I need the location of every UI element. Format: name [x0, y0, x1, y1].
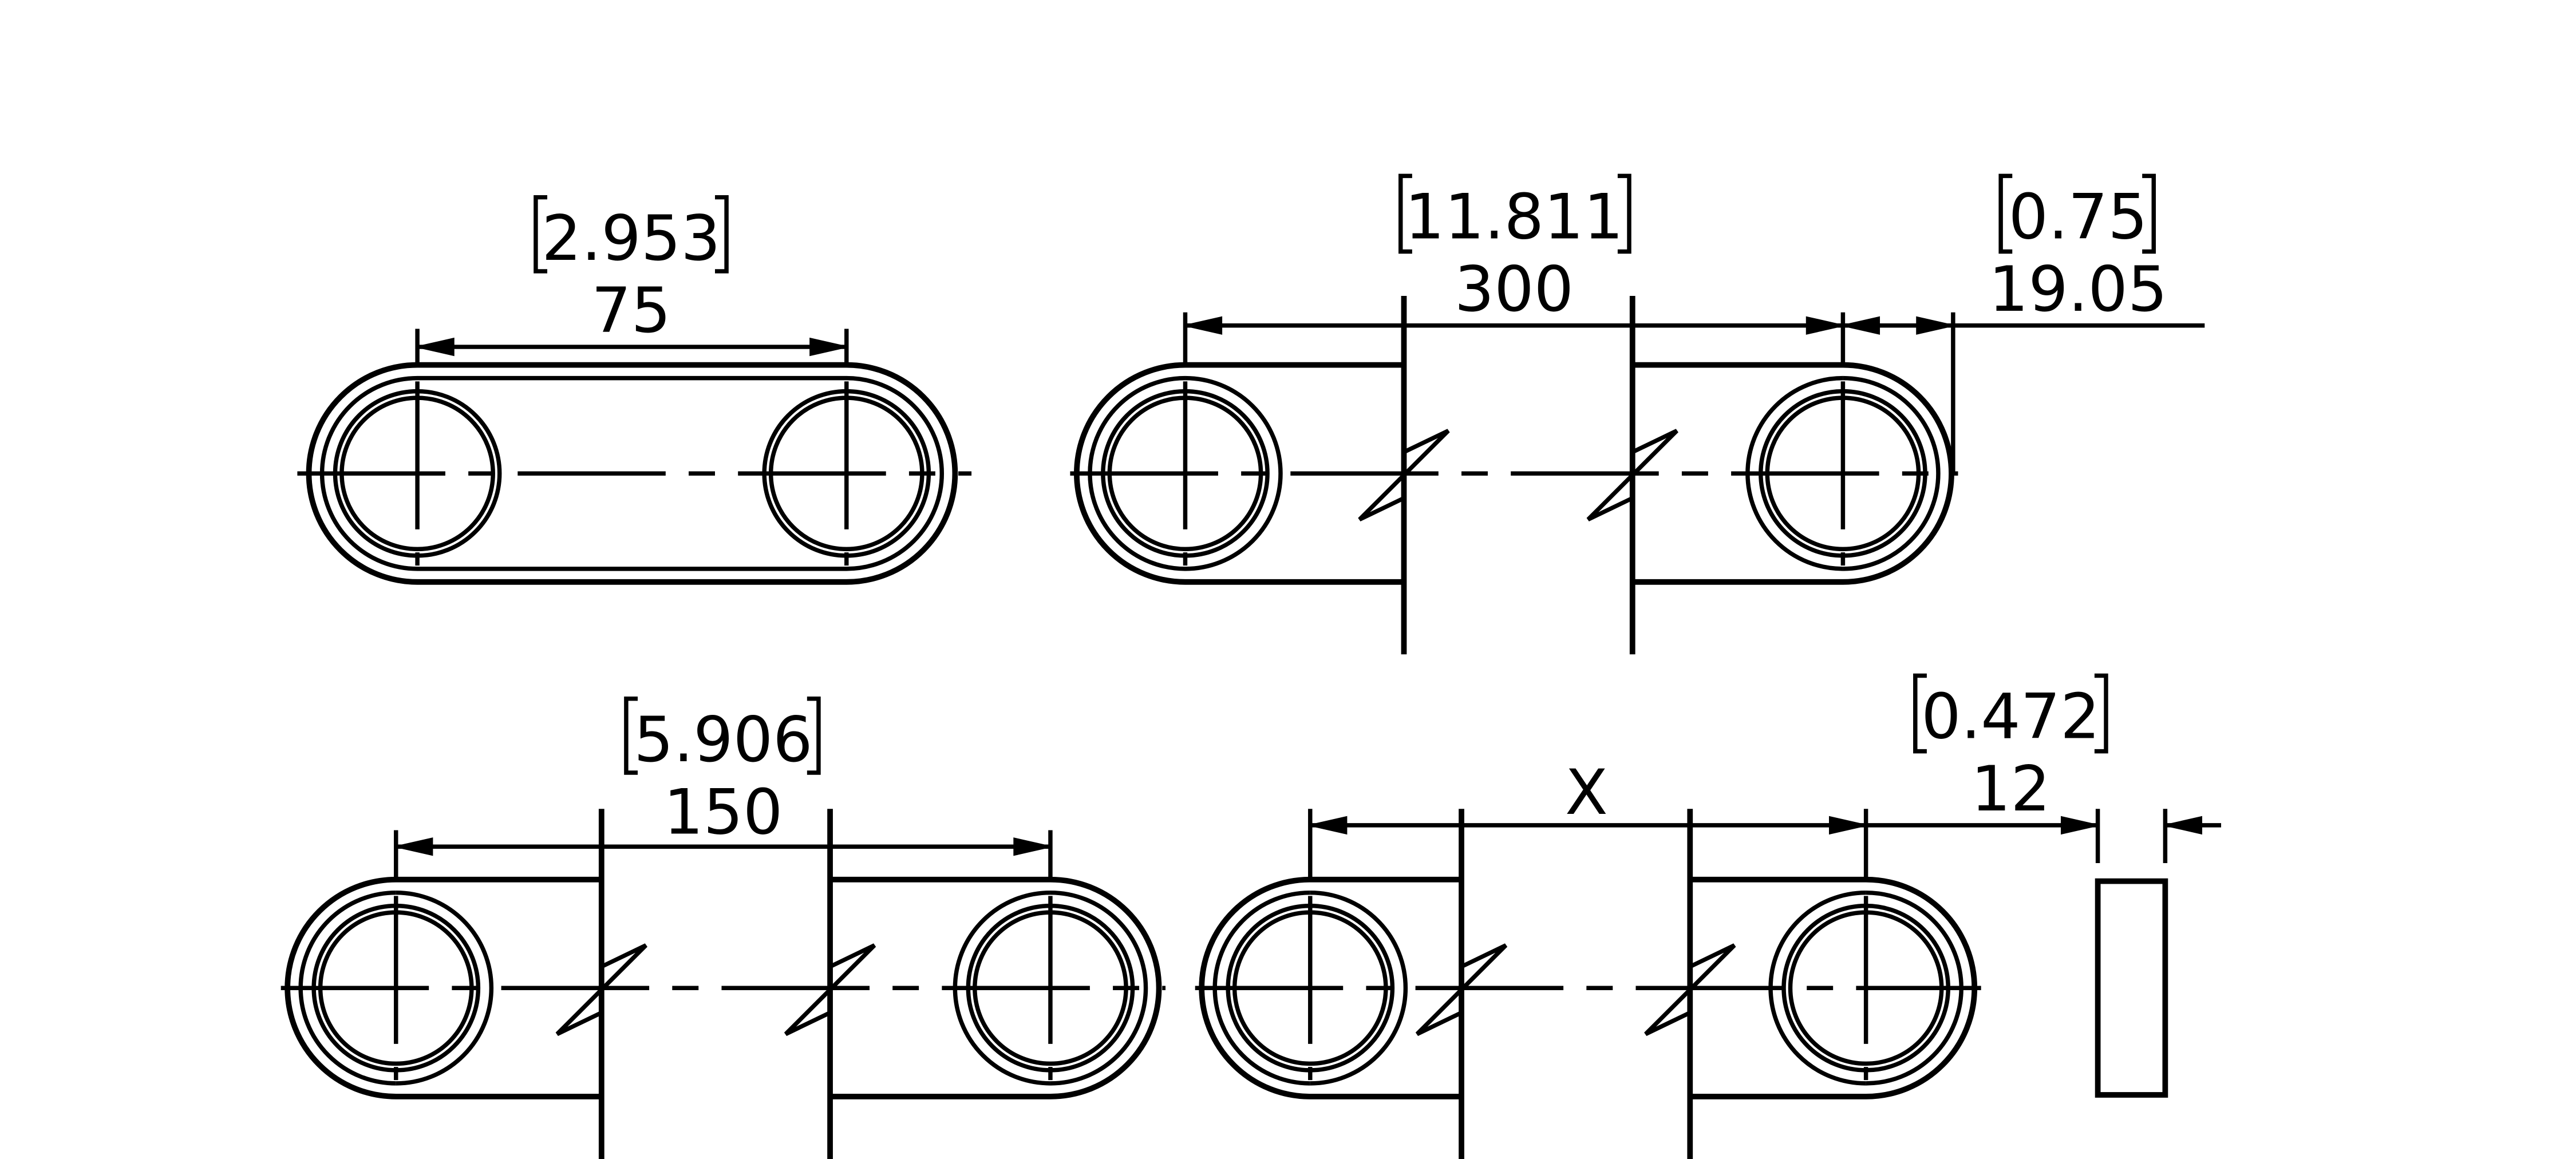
dimension-mm-value: 300: [1455, 253, 1574, 326]
dimension-label-x: X: [1565, 756, 1608, 829]
side-profile: [2095, 878, 2168, 1098]
dimension-mm-value: 150: [663, 776, 783, 848]
dimension-mm-value: 19.05: [1989, 253, 2167, 326]
dimension-inch-value: 0.75: [2009, 180, 2148, 253]
dimension-label-300: 11.811 300: [1398, 173, 1631, 326]
dimension-inch-value: 0.472: [1921, 681, 2100, 753]
link-inner-outline: [319, 375, 945, 571]
dimension-label-19-05: 0.75 19.05: [1989, 173, 2167, 326]
dimension-label-150: 5.906 150: [624, 697, 821, 848]
dimension-mm-value: 75: [591, 274, 671, 347]
link-outline: [306, 362, 958, 585]
link-view-150: 5.906 150: [280, 697, 1166, 1159]
link-view-75: 2.953 75: [297, 195, 972, 585]
link-view-x: X: [1195, 756, 1981, 1159]
dimension-label-75: 2.953 75: [534, 195, 729, 347]
link-view-300: 11.811 300 0.75 19.05: [1070, 173, 2205, 655]
dimension-inch-value: 11.811: [1405, 180, 1623, 253]
dimension-inch-value: 2.953: [542, 202, 720, 275]
link-side-view: 0.472 12: [1866, 673, 2222, 1098]
dimension-mm-value: 12: [1971, 753, 2050, 825]
dimension-label-12: 0.472 12: [1913, 673, 2108, 825]
dimension-inch-value: 5.906: [634, 703, 812, 776]
